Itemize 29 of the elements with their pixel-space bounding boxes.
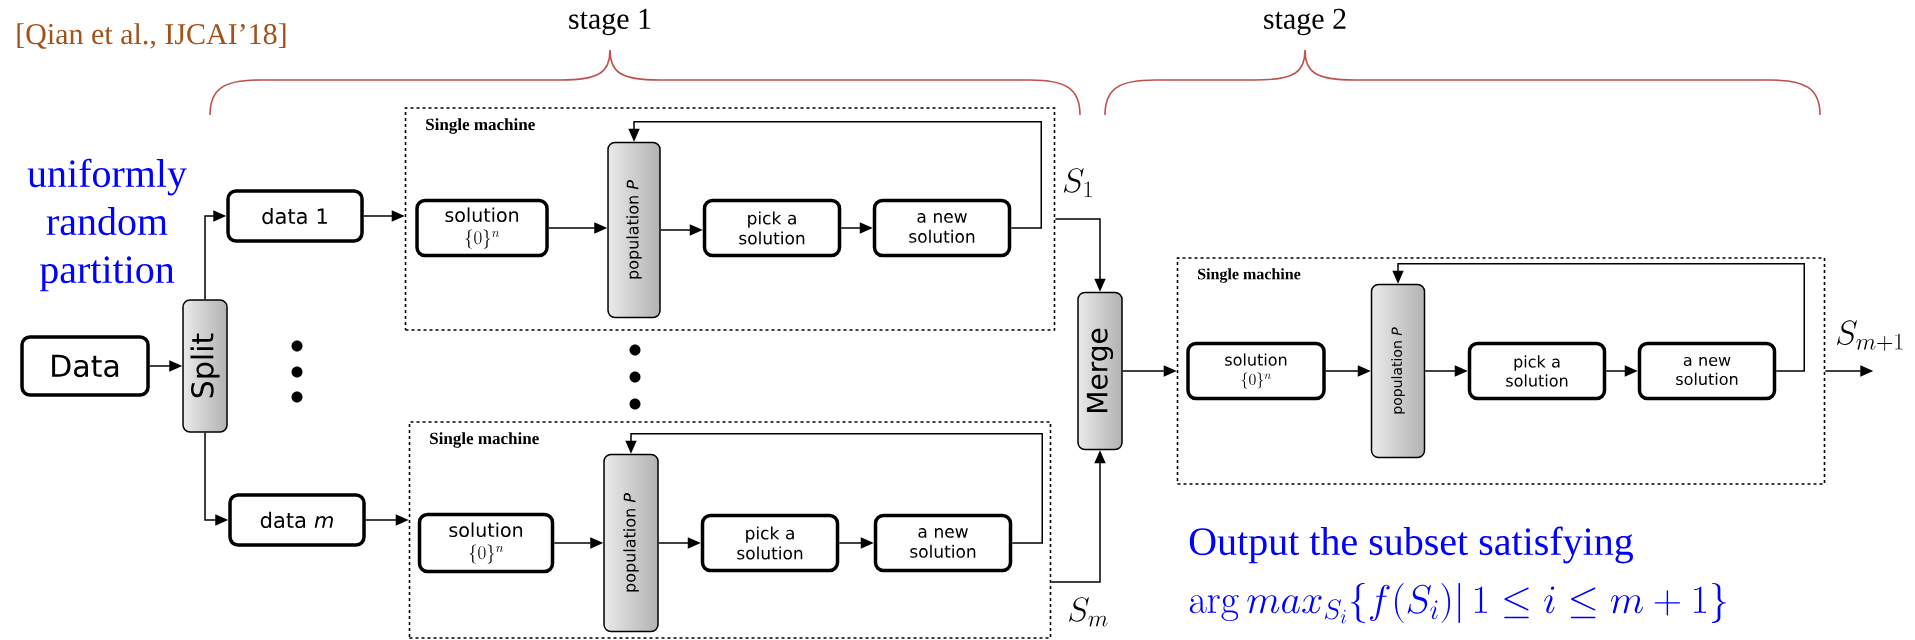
citation: [Qian et al., IJCAI’18]: [17, 23, 286, 49]
stage-label: stage 2: [1264, 8, 1346, 36]
annotation-text: Output the subset satisfying: [1189, 526, 1633, 564]
vertical-box: population P: [607, 141, 661, 319]
process-box: pick a solution: [702, 198, 842, 258]
vertical-box: population P: [1370, 283, 1426, 459]
process-box: a new solution: [872, 198, 1012, 258]
vertical-box: Merge: [1077, 291, 1123, 451]
arrow: [625, 433, 1043, 544]
vertical-box: population P: [603, 453, 659, 633]
process-box: solution $\{0\}^n$: [417, 512, 555, 574]
vertical-box: Split: [182, 299, 228, 433]
edge-label: $S_m$: [1066, 596, 1110, 628]
stage-label: stage 1: [569, 8, 651, 36]
process-box: pick a solution: [1467, 341, 1607, 401]
arrow: [1392, 263, 1805, 372]
process-box: Data: [20, 335, 150, 397]
process-box: solution $\{0\}^n$: [415, 198, 549, 258]
edge-label: $S_{m+1}$: [1834, 320, 1906, 352]
annotation-text: uniformly random partition: [27, 158, 187, 292]
process-box: data 1: [226, 189, 364, 243]
edge-label: $S_1$: [1061, 167, 1095, 199]
process-box: pick a solution: [700, 513, 840, 573]
process-box: data m: [228, 493, 366, 547]
process-box: a new solution: [873, 513, 1013, 573]
process-box: a new solution: [1637, 341, 1777, 401]
arrow: [628, 121, 1042, 229]
process-box: solution $\{0\}^n$: [1186, 341, 1326, 401]
formula: $\mathrm{arg}\,max_{S_i}\{f(S_i)|\,1\leq i\leq m+1\}$: [1189, 582, 1727, 624]
